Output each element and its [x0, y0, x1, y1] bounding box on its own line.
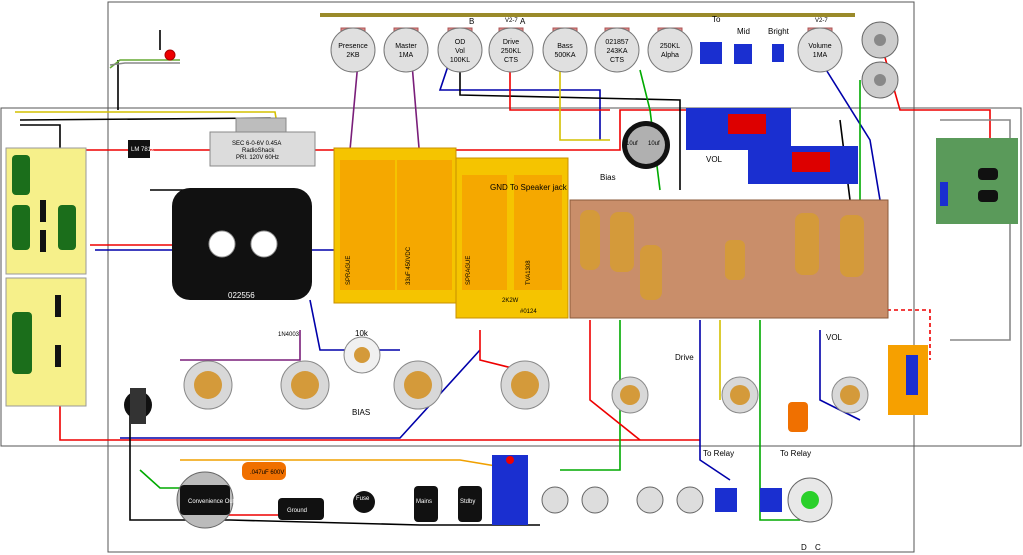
- regulator-label: LM 7812: [131, 147, 155, 153]
- pot-label: CTS: [504, 57, 518, 64]
- pot-row: Presence 2KB Master 1MA OD Vol 100KL Drive 250KL…: [330, 27, 843, 73]
- diode-label: 1N4003: [278, 332, 300, 338]
- pot-label: CTS: [610, 57, 624, 64]
- bias-pot: 10k BIAS: [343, 329, 381, 417]
- cap-left-label-1: SPRAGUE: [346, 256, 352, 285]
- tag-v27-b: V2-7: [815, 18, 828, 24]
- pot-label: 100KL: [450, 57, 470, 64]
- pot-6[interactable]: 250KL Alpha: [647, 27, 693, 73]
- pot-label: Volume: [808, 43, 831, 50]
- pot-label: Vol: [455, 48, 465, 55]
- cap-10uf-a: 10uf: [626, 141, 638, 147]
- cap-10uf-b: 10uf: [648, 141, 660, 147]
- pot-label: 250KL: [660, 43, 680, 50]
- pot-7[interactable]: Volume 1MA: [797, 27, 843, 73]
- ground-label: Ground: [287, 508, 307, 514]
- tube-socket-center: [511, 371, 539, 399]
- tube-socket-center: [291, 371, 319, 399]
- pot-label: 1MA: [399, 52, 414, 59]
- tube-socket-center: [620, 385, 640, 405]
- bright-switch-label: Bright: [768, 27, 790, 36]
- cap-left-label-2: 33uF 450VDC: [406, 246, 412, 285]
- pot-label: Drive: [503, 39, 519, 46]
- stdby-label: Stdby: [460, 499, 475, 505]
- cap-right-label-2: TVA1308: [526, 260, 532, 285]
- bias-pot-value: 10k: [355, 329, 369, 338]
- convenience-outlet-label: Convenience Outlet: [188, 499, 241, 505]
- pot-label: Bass: [557, 43, 573, 50]
- transformer-line3: PRI. 120V 60Hz: [236, 155, 279, 161]
- tube-socket-center: [194, 371, 222, 399]
- power-transformer-code: 022556: [228, 291, 255, 300]
- label-c: C: [815, 543, 821, 552]
- pot-label: OD: [455, 39, 466, 46]
- input-jacks: [861, 21, 899, 99]
- filter-board-top: [5, 147, 87, 275]
- pot-5[interactable]: 021857 243KA CTS: [594, 27, 640, 73]
- heater-transformer: SEC 6-0-6V 0.45A RadioShack PRI. 120V 60…: [209, 117, 316, 167]
- tube-socket-center: [404, 371, 432, 399]
- bias-label: BIAS: [352, 408, 370, 417]
- pot-label: 1MA: [813, 52, 828, 59]
- bias-label-board: Bias: [600, 173, 616, 182]
- voltage-regulator: LM 7812: [128, 140, 155, 158]
- cap-part-no: #0124: [520, 309, 537, 315]
- cap-right-label-1: SPRAGUE: [466, 256, 472, 285]
- ground-note: GND To Speaker jack: [490, 183, 568, 192]
- pot-label: 2KB: [346, 52, 360, 59]
- cap-resistor: 2K2W: [502, 298, 519, 304]
- tag-a: A: [520, 17, 526, 26]
- output-jack: [888, 345, 928, 415]
- pot-label: 021857: [605, 39, 628, 46]
- switches-top: Mid Bright To: [700, 15, 790, 64]
- tube-socket-center: [840, 385, 860, 405]
- mains-label: Mains: [416, 499, 432, 505]
- tag-v27-a: V2-7: [505, 18, 518, 24]
- label-d: D: [801, 543, 807, 552]
- pot-0[interactable]: Presence 2KB: [330, 27, 376, 73]
- treble-switch-label: To: [712, 15, 721, 24]
- power-section: Convenience Outlet .047uF 600V Ground Fu…: [124, 388, 528, 529]
- relay-section: To Relay To Relay D C: [541, 449, 833, 552]
- pot-4[interactable]: Bass 500KA: [542, 27, 588, 73]
- pot-3[interactable]: Drive 250KL CTS: [488, 27, 534, 73]
- pot-2[interactable]: OD Vol 100KL: [437, 27, 483, 73]
- filter-cap-block: GND To Speaker jack #0124 2K2W SPRAGUE S…: [333, 147, 569, 319]
- filter-board-bottom: [5, 277, 87, 407]
- to-relay-2: To Relay: [780, 449, 811, 458]
- mid-switch-label: Mid: [737, 27, 750, 36]
- turret-board: [569, 199, 889, 319]
- pot-label: 500KA: [554, 52, 575, 59]
- vol-label-lower: VOL: [826, 333, 843, 342]
- pilot-led: [164, 49, 176, 61]
- tube-sockets: [183, 360, 869, 414]
- pot-1[interactable]: Master 1MA: [383, 27, 429, 73]
- transformer-line1: SEC 6-0-6V 0.45A: [232, 141, 281, 147]
- pot-label: 250KL: [501, 48, 521, 55]
- power-transformer: 022556: [172, 188, 312, 300]
- to-relay-1: To Relay: [703, 449, 734, 458]
- vol-label: VOL: [706, 155, 723, 164]
- pot-label: Presence: [338, 43, 368, 50]
- fuse-label: Fuse: [356, 496, 370, 502]
- transformer-line2: RadioShack: [242, 148, 275, 154]
- coupling-cap: [788, 402, 808, 432]
- tag-b: B: [469, 17, 474, 26]
- dual-cap: 10uf 10uf: [622, 121, 670, 169]
- relay-board: [936, 138, 1018, 224]
- cap-047-label: .047uF 600V: [250, 470, 284, 476]
- pot-label: Alpha: [661, 52, 679, 59]
- drive-label: Drive: [675, 353, 694, 362]
- tube-socket-center: [730, 385, 750, 405]
- pot-label: 243KA: [606, 48, 627, 55]
- pot-label: Master: [395, 43, 417, 50]
- channel-boards: VOL: [686, 108, 858, 184]
